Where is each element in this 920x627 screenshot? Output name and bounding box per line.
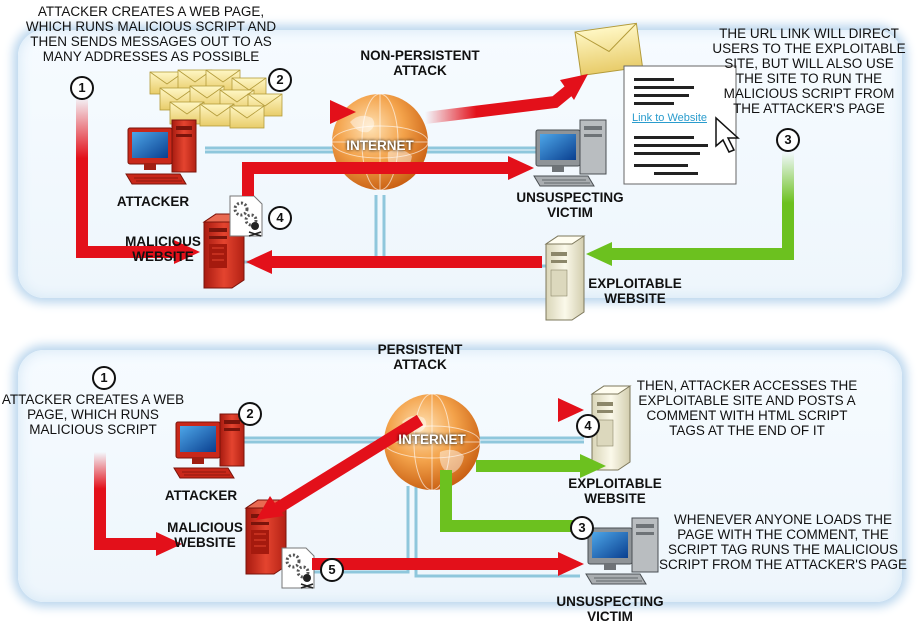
top-malicious-label: MALICIOUS WEBSITE [125,234,201,264]
step-3-badge: 3 [776,128,800,152]
computer-icon [125,119,197,185]
cursor-icon [715,116,740,153]
bottom-red-arrows [94,398,584,576]
envelope-icon [149,69,283,129]
server-icon [545,235,585,321]
top-step1-text: ATTACKER CREATES A WEB PAGE, WHICH RUNS … [25,4,277,64]
bottom-internet-label: INTERNET [398,432,466,447]
step-3-badge: 3 [570,516,594,540]
bottom-exploitable-label: EXPLOITABLE WEBSITE [568,476,662,506]
step-2-badge: 2 [238,402,262,426]
top-exploitable-label: EXPLOITABLE WEBSITE [588,276,682,306]
top-internet-label: INTERNET [346,138,414,153]
bottom-green-arrows [440,454,606,532]
step-1-badge: 1 [70,76,94,100]
skull-icon [248,222,262,237]
top-victim-label: UNSUSPECTING VICTIM [516,190,624,220]
link-to-website[interactable]: Link to Website [632,112,708,124]
bottom-step3-text: WHENEVER ANYONE LOADS THE PAGE WITH THE … [658,512,908,572]
gear-icon [228,194,264,238]
gear-icon [280,546,316,590]
bottom-step1-text: ATTACKER CREATES A WEB PAGE, WHICH RUNS … [1,392,185,437]
step-5-badge: 5 [320,558,344,582]
top-green-arrow [586,152,794,266]
bottom-malicious-label: MALICIOUS WEBSITE [167,520,243,550]
computer-icon [533,119,607,187]
step-4-badge: 4 [576,414,600,438]
bottom-step4-text: THEN, ATTACKER ACCESSES THE EXPLOITABLE … [636,378,858,438]
skull-icon [300,574,314,589]
step-1-badge: 1 [92,366,116,390]
step-2-badge: 2 [268,68,292,92]
step-4-badge: 4 [268,206,292,230]
bottom-attacker-label: ATTACKER [164,488,238,503]
envelope-icon [574,22,644,77]
top-attacker-label: ATTACKER [116,194,190,209]
bottom-title: PERSISTENT ATTACK [377,342,463,372]
top-title: NON-PERSISTENT ATTACK [360,48,480,78]
top-red-arrows [76,74,588,274]
bottom-victim-label: UNSUSPECTING VICTIM [556,594,664,624]
top-step3-text: THE URL LINK WILL DIRECT USERS TO THE EX… [712,26,906,116]
